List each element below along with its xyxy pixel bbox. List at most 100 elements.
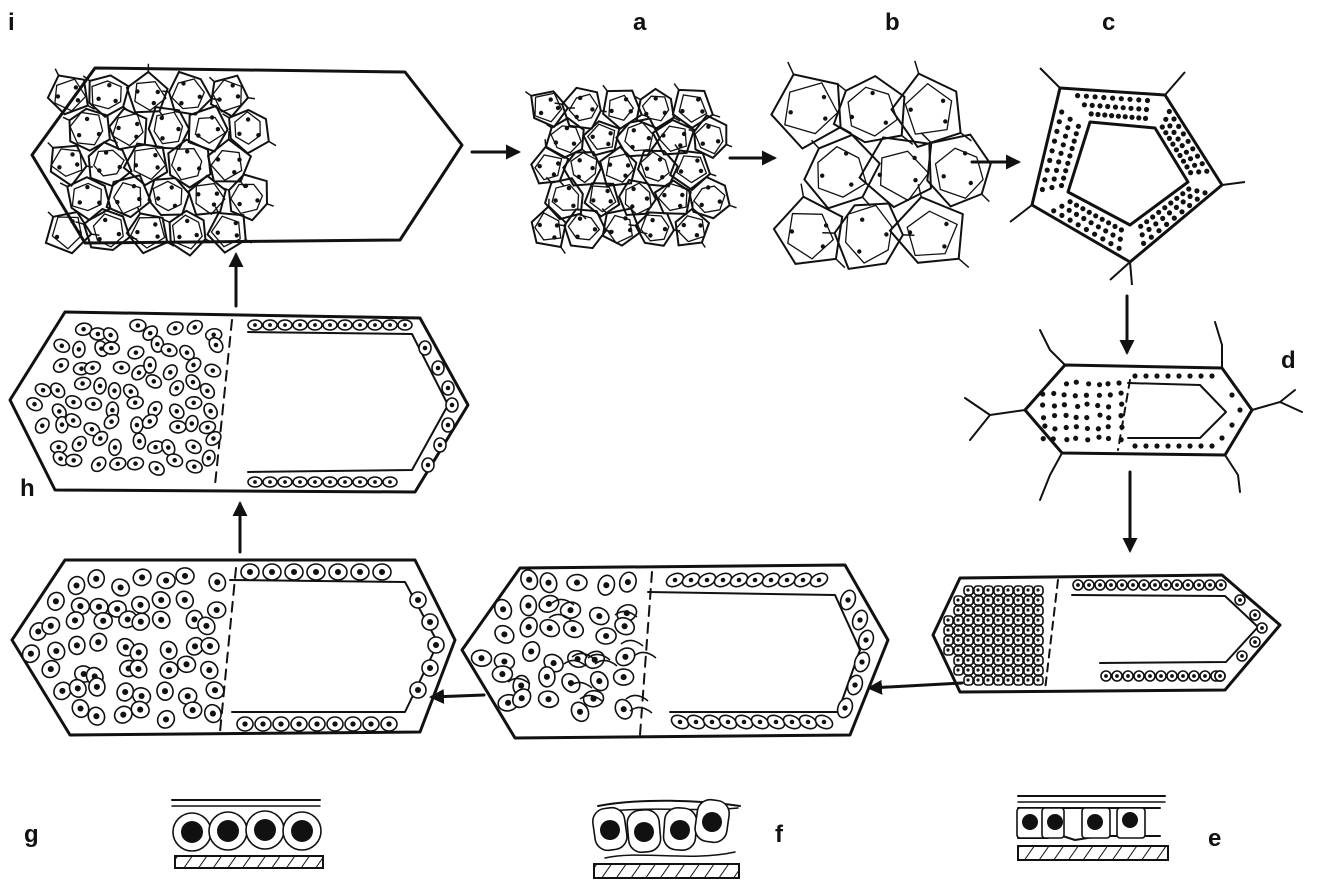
nucleus	[75, 685, 81, 691]
nucleus	[137, 439, 142, 444]
nucleus	[158, 617, 164, 623]
nucleus	[154, 466, 159, 471]
nucleus-dot	[1106, 424, 1111, 429]
nucleus	[77, 347, 82, 352]
nucleus-dot	[1106, 415, 1111, 420]
nucleus	[721, 578, 726, 583]
nucleus	[205, 425, 210, 430]
cross-section-f-cells	[591, 798, 731, 853]
process-line	[702, 243, 705, 248]
nucleus-dot	[1171, 116, 1176, 121]
process-line	[629, 225, 636, 226]
nucleus-dot	[1181, 199, 1186, 204]
nucleus-dot	[236, 94, 240, 98]
nucleus	[622, 654, 628, 660]
nucleus	[956, 608, 959, 611]
nucleus	[114, 606, 120, 612]
nucleus-dot	[1184, 164, 1189, 169]
nucleus	[423, 346, 428, 351]
nucleus-dot	[104, 150, 108, 154]
nucleus	[1098, 583, 1102, 587]
nucleus-dot	[1051, 436, 1056, 441]
nucleus	[1036, 588, 1039, 591]
nucleus	[1181, 674, 1185, 678]
panel-g-divider	[220, 568, 236, 732]
nucleus-dot	[1200, 161, 1205, 166]
nucleus-dot	[1195, 197, 1200, 202]
nucleus-dot	[1167, 210, 1172, 215]
label-h: h	[20, 475, 35, 502]
nucleus	[545, 696, 551, 702]
nucleus	[136, 649, 142, 655]
nucleus-dot	[1198, 443, 1203, 448]
nucleus	[133, 461, 138, 466]
nucleus	[976, 588, 979, 591]
nucleus-dot	[1168, 200, 1173, 205]
nucleus	[863, 637, 868, 642]
nucleus	[214, 579, 220, 585]
process-line	[915, 61, 919, 74]
nucleus	[1006, 628, 1009, 631]
nucleus	[774, 720, 779, 725]
cell-inner-outline	[679, 95, 706, 122]
nucleus	[74, 642, 80, 648]
nucleus-dot	[1040, 391, 1045, 396]
nucleus-dot	[107, 83, 111, 87]
nucleus	[166, 667, 172, 673]
nucleus	[600, 820, 620, 840]
nucleus	[1253, 640, 1257, 644]
nucleus	[545, 580, 551, 586]
nucleus-dot	[644, 112, 648, 116]
nucleus	[388, 323, 392, 327]
nucleus-dot	[234, 221, 238, 225]
nucleus-dot	[1237, 407, 1242, 412]
nucleus-dot	[680, 193, 684, 197]
nucleus	[343, 480, 347, 484]
nucleus	[1016, 658, 1019, 661]
nucleus-dot	[1101, 95, 1106, 100]
nucleus-dot	[1229, 392, 1234, 397]
panel-g	[12, 560, 455, 735]
nucleus-dot	[1108, 241, 1113, 246]
nucleus-dot	[572, 142, 576, 146]
label-f: f	[775, 821, 784, 848]
nucleus-dot	[217, 97, 221, 101]
nucleus	[966, 618, 969, 621]
panel-b-cell-network	[771, 61, 990, 269]
nucleus-dot	[647, 136, 651, 140]
nucleus-dot	[1113, 105, 1118, 110]
cross-section-e-cells	[1017, 808, 1145, 838]
nucleus	[148, 331, 153, 336]
nucleus	[254, 819, 276, 841]
nucleus-dot	[1160, 216, 1165, 221]
nucleus	[603, 633, 609, 639]
nucleus-dot	[1080, 206, 1085, 211]
nucleus-dot	[1171, 130, 1176, 135]
nucleus-dot	[1057, 119, 1062, 124]
nucleus-dot	[1082, 102, 1087, 107]
nucleus-dot	[706, 125, 710, 129]
nucleus	[1142, 583, 1146, 587]
nucleus	[388, 480, 392, 484]
nucleus	[206, 667, 212, 673]
nucleus	[1016, 668, 1019, 671]
nucleus-dot	[554, 140, 558, 144]
cell-inner-outline	[235, 112, 260, 144]
nucleus	[190, 707, 196, 713]
nucleus-dot	[1100, 217, 1105, 222]
nucleus	[1016, 618, 1019, 621]
nucleus	[1218, 674, 1222, 678]
nucleus	[625, 579, 631, 585]
nucleus-dot	[1054, 168, 1059, 173]
nucleus-dot	[1084, 415, 1089, 420]
nucleus	[253, 480, 257, 484]
nucleus-dot	[631, 187, 635, 191]
nucleus	[135, 666, 141, 672]
panel-h-lumen	[248, 332, 448, 472]
nucleus	[137, 707, 143, 713]
cell-outline	[860, 137, 931, 207]
nucleus-dot	[1070, 146, 1075, 151]
panel-h-cells	[25, 318, 458, 487]
arrow-e-to-f	[870, 683, 962, 688]
